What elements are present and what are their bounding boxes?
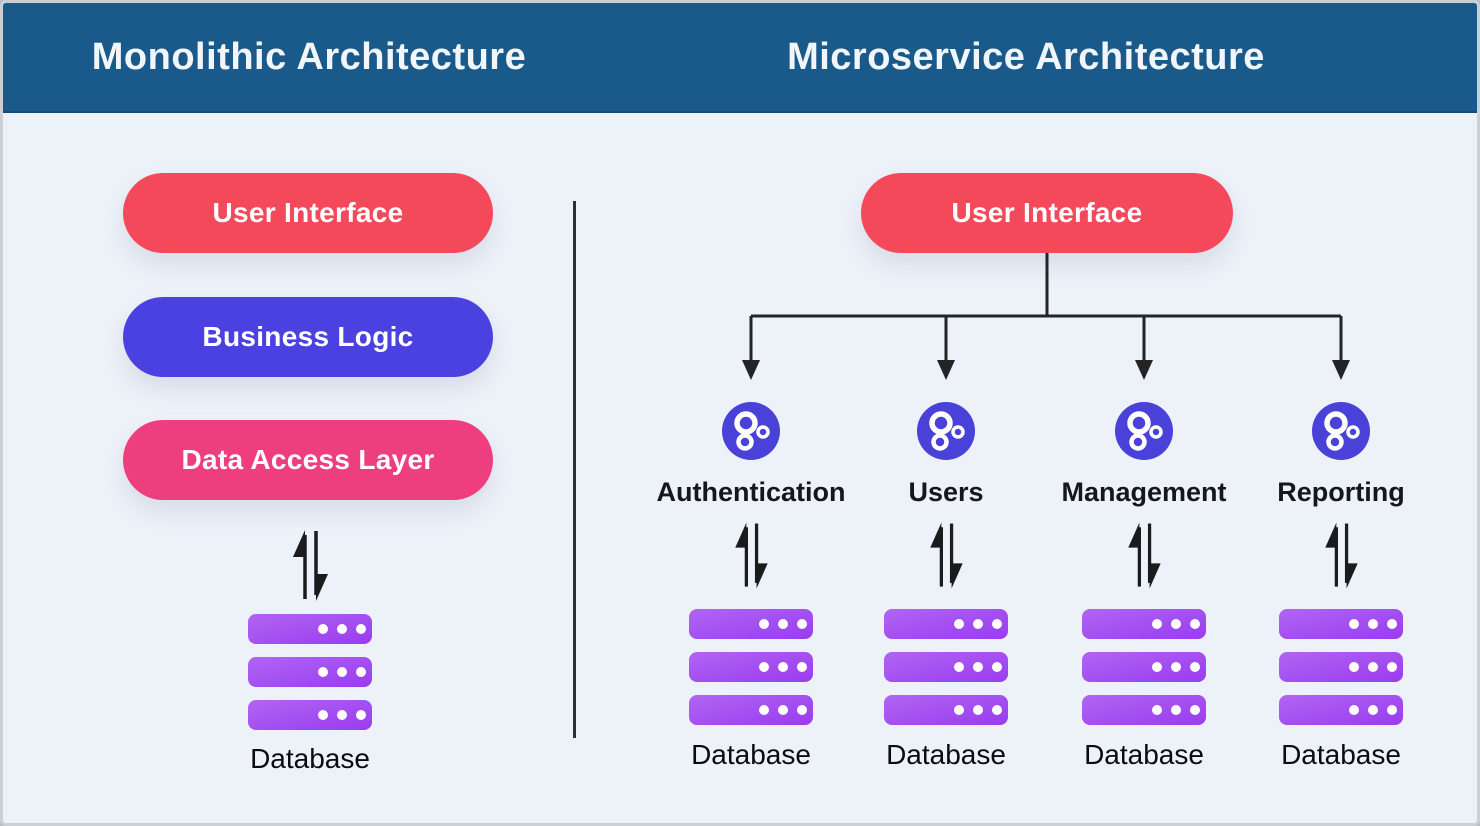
service-gears-icon <box>1312 402 1370 465</box>
service-column-users: Users <box>836 402 1056 771</box>
database-icon <box>884 609 1008 731</box>
service-column-reporting: Reporting <box>1231 402 1451 771</box>
layer-pill-business-logic: Business Logic <box>123 297 493 377</box>
database-label: Database <box>1084 739 1204 770</box>
service-column-management: Management <box>1034 402 1254 771</box>
service-name: Authentication <box>656 477 846 507</box>
database-label: Database <box>250 743 370 774</box>
layer-pill-user-interface: User Interface <box>123 173 493 253</box>
database-icon <box>689 609 813 731</box>
sync-arrows-icon <box>291 525 329 612</box>
sync-arrows-icon <box>928 518 964 599</box>
sync-arrows-icon <box>1323 518 1359 599</box>
microservice-header-section: Microservice Architecture <box>615 3 1477 111</box>
service-gears-icon <box>1115 402 1173 465</box>
service-gears-icon <box>722 402 780 465</box>
diagram-canvas: User Interface Business Logic Data Acces… <box>3 113 1477 823</box>
monolithic-header-section: Monolithic Architecture <box>3 3 615 111</box>
database-icon <box>1279 609 1403 731</box>
service-name: Management <box>1061 477 1227 507</box>
monolithic-title: Monolithic Architecture <box>91 35 527 78</box>
sync-arrows-icon <box>733 518 769 599</box>
service-column-authentication: Authentication <box>641 402 861 771</box>
service-gears-icon <box>917 402 975 465</box>
divider-line <box>573 201 576 738</box>
sync-arrows-icon <box>1126 518 1162 599</box>
microservice-title: Microservice Architecture <box>787 35 1265 78</box>
database-label: Database <box>1281 739 1401 770</box>
database-icon <box>248 614 372 736</box>
database-label: Database <box>886 739 1006 770</box>
database-icon <box>1082 609 1206 731</box>
service-name: Reporting <box>1277 477 1405 507</box>
header-bar: Monolithic Architecture Microservice Arc… <box>3 3 1477 113</box>
layer-pill-data-access: Data Access Layer <box>123 420 493 500</box>
database-label: Database <box>691 739 811 770</box>
service-name: Users <box>908 477 984 507</box>
ui-pill-microservice: User Interface <box>861 173 1233 253</box>
